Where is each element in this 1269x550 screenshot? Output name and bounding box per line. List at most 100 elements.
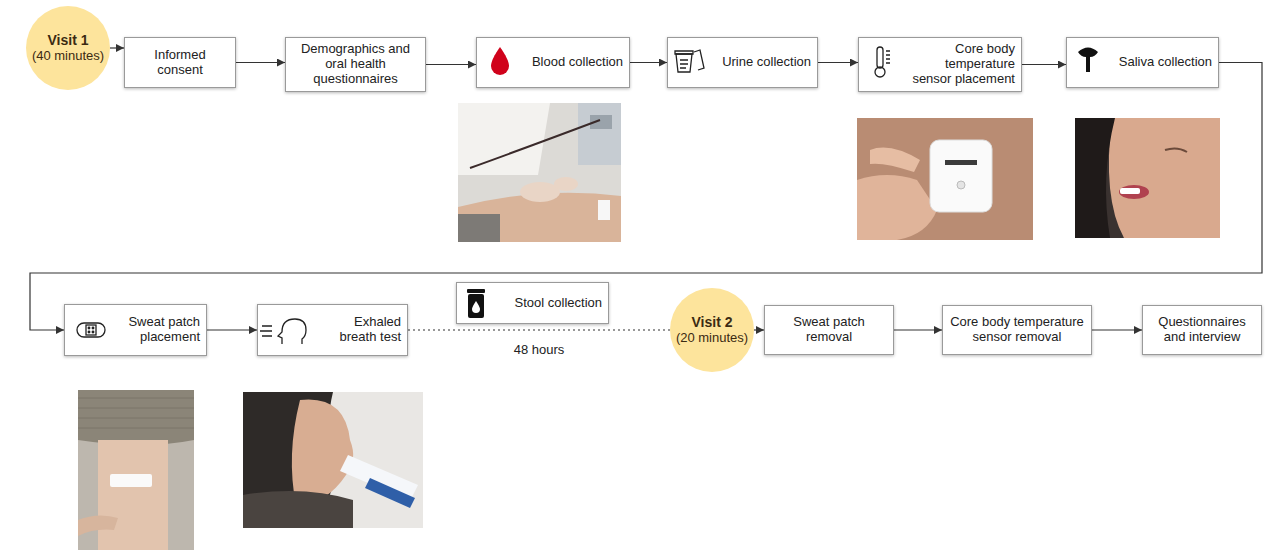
process-box: Questionnaires and interview — [1142, 305, 1262, 355]
flow-arrow — [894, 329, 942, 330]
saliva-swab-photo-part — [1109, 118, 1220, 238]
box-label: Exhaled breath test — [321, 315, 401, 345]
sweat-patch-photo-part — [78, 398, 194, 428]
temperature-sensor-photo — [857, 118, 1033, 240]
box-label: Informed consent — [144, 48, 216, 78]
box-label: Demographics and oral health questionnai… — [297, 42, 415, 87]
box-label: Sweat patch placement — [111, 315, 200, 345]
bandage-icon-part — [88, 331, 90, 333]
process-box: Core body temperature sensor removal — [942, 305, 1092, 355]
urine-cup-icon-part — [675, 51, 693, 54]
saliva-swab-photo-part — [1165, 148, 1187, 152]
process-box: Stool collection — [456, 282, 609, 324]
blood-draw-photo-part — [598, 200, 610, 220]
edge-label: 48 hours — [511, 342, 568, 357]
process-box: Urine collection — [667, 37, 818, 88]
flow-arrow — [818, 62, 858, 63]
box-label: Urine collection — [722, 55, 811, 70]
visit-label: (20 minutes) — [676, 331, 748, 346]
blood-drop-icon-part — [491, 47, 509, 75]
breath-head-icon — [260, 319, 306, 344]
breath-head-icon-part — [278, 319, 306, 344]
stool-jar-icon-part — [467, 289, 485, 293]
blood-draw-photo-part — [458, 103, 621, 242]
flow-arrow — [426, 64, 476, 65]
temperature-sensor-photo-part — [857, 175, 937, 240]
blood-drop-icon — [491, 47, 509, 75]
flow-arrow — [30, 63, 1262, 331]
urine-cup-icon — [675, 50, 704, 72]
saliva-swab-icon-part — [1078, 48, 1098, 73]
saliva-swab-photo — [1075, 118, 1220, 238]
thermometer-icon-part — [877, 47, 883, 68]
process-box: Blood collection — [476, 37, 630, 88]
saliva-swab-photo-part — [1075, 118, 1115, 238]
saliva-swab-photo-part — [1120, 188, 1140, 194]
saliva-swab-photo-part — [1119, 185, 1149, 199]
process-box: Informed consent — [124, 37, 236, 88]
box-label: Stool collection — [515, 296, 602, 311]
process-box: Exhaled breath test — [257, 304, 408, 356]
box-label: Questionnaires and interview — [1152, 315, 1252, 345]
breath-test-photo — [243, 392, 423, 528]
urine-cup-icon-part — [680, 60, 688, 68]
bandage-icon-part — [92, 327, 94, 329]
process-box: Sweat patch removal — [764, 305, 894, 355]
sweat-patch-photo-part — [110, 474, 152, 487]
breath-test-photo-part — [365, 478, 415, 508]
sweat-patch-photo-part — [78, 390, 194, 550]
bandage-icon-part — [92, 331, 94, 333]
visit-circle: Visit 2(20 minutes) — [670, 288, 754, 372]
box-label: Saliva collection — [1119, 55, 1212, 70]
blood-draw-photo-part — [458, 214, 500, 242]
thermometer-icon-part — [886, 51, 890, 63]
blood-draw-photo-part — [578, 103, 621, 165]
temperature-sensor-photo-part — [930, 140, 992, 212]
temperature-sensor-photo-part — [870, 148, 920, 172]
sweat-patch-photo — [78, 390, 194, 550]
bandage-icon — [77, 323, 105, 337]
process-box: Saliva collection — [1066, 37, 1219, 88]
flow-arrow — [110, 47, 124, 48]
saliva-swab-icon — [1078, 48, 1098, 73]
bandage-icon-part — [88, 327, 90, 329]
blood-draw-photo-part — [458, 103, 550, 175]
blood-draw-photo-part — [520, 182, 560, 202]
thermometer-icon-part — [875, 67, 885, 77]
blood-draw-photo — [458, 103, 621, 242]
flow-arrow — [236, 62, 285, 63]
bandage-icon-part — [77, 323, 105, 337]
box-label: Sweat patch removal — [784, 315, 874, 345]
temperature-sensor-photo-part — [945, 160, 977, 165]
box-label: Blood collection — [532, 55, 623, 70]
breath-test-photo-part — [243, 392, 423, 528]
temperature-sensor-photo-part — [857, 118, 1033, 240]
flow-arrow — [1022, 64, 1066, 65]
visit-circle: Visit 1(40 minutes) — [26, 6, 110, 90]
visit-label: Visit 2 — [692, 314, 733, 330]
breath-head-icon-part — [260, 326, 272, 336]
sweat-patch-photo-part — [78, 390, 194, 445]
process-box: Core body temperature sensor placement — [858, 37, 1022, 92]
saliva-swab-photo-part — [1075, 118, 1220, 238]
stool-jar-icon — [467, 289, 485, 318]
sweat-patch-photo-part — [78, 515, 118, 536]
blood-draw-photo-part — [554, 177, 578, 191]
temperature-sensor-photo-part — [957, 181, 965, 189]
blood-draw-photo-part — [470, 120, 600, 168]
urine-cup-icon-part — [676, 54, 692, 72]
flow-arrow — [630, 62, 667, 63]
stool-jar-icon-part — [472, 301, 480, 313]
flow-arrow — [1092, 329, 1142, 330]
thermometer-icon — [875, 47, 890, 77]
breath-test-photo-part — [243, 491, 353, 528]
dotted-connector — [408, 329, 670, 330]
visit-label: (40 minutes) — [32, 49, 104, 64]
process-box: Sweat patch placement — [64, 304, 207, 356]
visit-label: Visit 1 — [48, 32, 89, 48]
process-box: Demographics and oral health questionnai… — [285, 37, 426, 92]
stool-jar-icon-part — [468, 294, 484, 318]
